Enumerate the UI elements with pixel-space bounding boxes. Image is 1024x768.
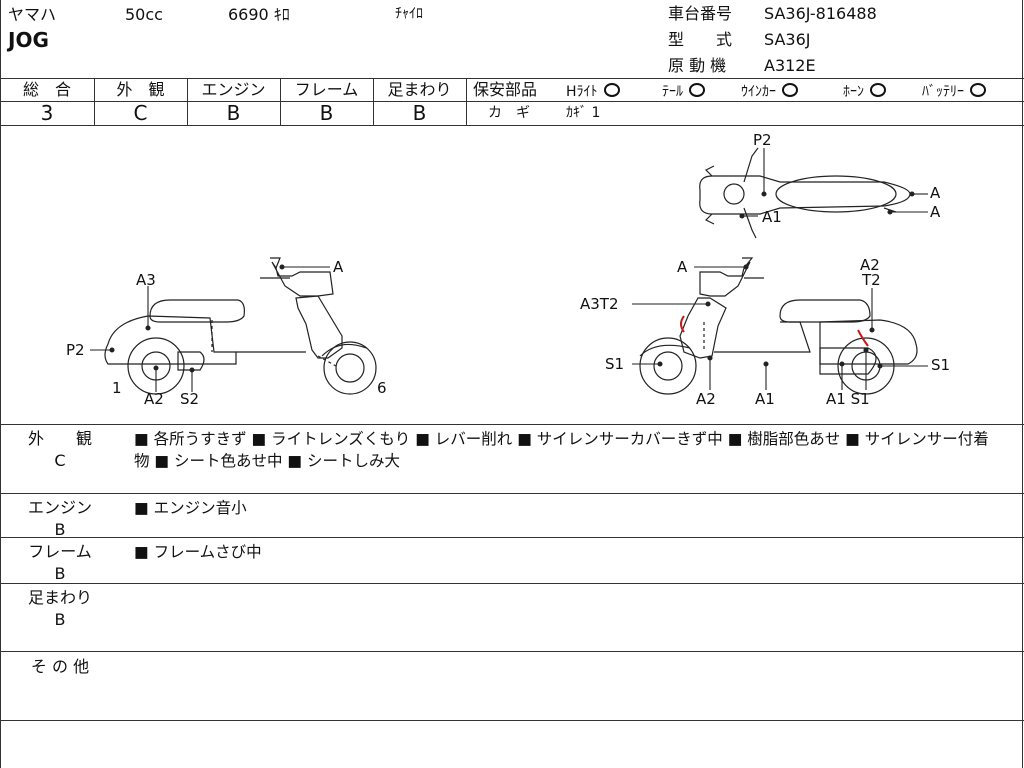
grade-div-1	[94, 78, 95, 125]
rule-remark-5	[0, 720, 1024, 721]
label-right-s1-right: S1	[931, 356, 951, 374]
scooter-damage-diagram	[90, 147, 928, 395]
grade-frame: B	[319, 101, 334, 125]
label-left-a3: A3	[136, 271, 156, 289]
label-left-p2: P2	[66, 341, 85, 359]
rule-safety-mid	[466, 101, 1024, 102]
grade-header-suspension: 足まわり	[387, 80, 452, 99]
label-right-a2-bottom: A2	[696, 390, 716, 408]
label-top-p2: P2	[753, 131, 772, 149]
label-right-a2: A2	[860, 256, 880, 274]
remark-frame-grade: B	[54, 563, 66, 583]
remark-exterior-grade: C	[54, 450, 66, 470]
grade-div-3	[280, 78, 281, 125]
scooter-top-view	[699, 147, 911, 239]
remark-engine-grade: B	[54, 519, 66, 539]
remark-suspension-title: 足まわり	[27, 588, 92, 607]
safety-winker-label: ｳｲﾝｶｰ	[741, 84, 776, 100]
key-label: カ ギ	[488, 105, 530, 121]
safety-headlight-label: Hﾗｲﾄ	[566, 84, 598, 100]
frame-left	[0, 0, 1, 768]
safety-battery: ﾊﾞｯﾃﾘｰ	[922, 83, 986, 99]
grade-header-overall: 総 合	[22, 80, 71, 99]
remark-frame-title: フレーム	[28, 542, 92, 561]
type-label: 型 式	[668, 30, 733, 49]
mileage: 6690 ｷﾛ	[228, 5, 290, 24]
rule-grade-bottom	[0, 125, 1024, 126]
label-top-a-lower: A	[930, 203, 941, 221]
frame-right	[1022, 0, 1023, 768]
label-left-a2: A2	[144, 390, 164, 408]
label-top-a1: A1	[762, 208, 782, 226]
grade-suspension: B	[412, 101, 427, 125]
remark-suspension-grade: B	[54, 609, 66, 629]
rule-header	[0, 78, 1024, 79]
remark-other-title: そ の 他	[30, 657, 90, 676]
circle-ok-icon	[603, 83, 620, 97]
scooter-right-side-view	[639, 257, 918, 395]
grade-header-engine: エンジン	[201, 80, 266, 99]
remark-engine-title: エンジン	[27, 498, 92, 517]
remark-exterior-title: 外 観	[27, 429, 92, 448]
safety-headlight: Hﾗｲﾄ	[566, 83, 620, 99]
label-right-a1-bottom: A1	[755, 390, 775, 408]
safety-tail-label: ﾃｰﾙ	[662, 84, 683, 100]
remark-engine-label: エンジン B	[20, 497, 100, 540]
maker: ヤマハ	[8, 5, 57, 24]
rule-remark-2	[0, 537, 1024, 538]
grade-div-2	[187, 78, 188, 125]
model-name: JOG	[8, 28, 49, 52]
label-left-1: 1	[112, 379, 122, 397]
leader-lines	[90, 148, 928, 392]
safety-horn-label: ﾎｰﾝ	[843, 84, 864, 100]
grade-header-frame: フレーム	[294, 80, 359, 99]
label-right-a3t2: A3T2	[580, 295, 619, 313]
remark-other-label: そ の 他	[20, 656, 100, 678]
safety-battery-label: ﾊﾞｯﾃﾘｰ	[922, 84, 964, 100]
circle-ok-icon	[689, 83, 705, 97]
label-right-s1-left: S1	[605, 355, 625, 373]
rule-remark-4	[0, 651, 1024, 652]
safety-winker: ｳｲﾝｶｰ	[741, 83, 798, 99]
label-left-a: A	[333, 258, 344, 276]
engine-value: A312E	[764, 56, 816, 75]
safety-horn: ﾎｰﾝ	[843, 83, 886, 99]
displacement: 50cc	[125, 5, 163, 24]
remark-exterior-text: ■ 各所うすきず ■ ライトレンズくもり ■ レバー削れ ■ サイレンサーカバー…	[134, 430, 989, 471]
grade-exterior: C	[133, 101, 148, 125]
remark-frame-label: フレーム B	[20, 541, 100, 584]
damage-marks	[680, 315, 869, 347]
label-top-a-upper: A	[930, 184, 941, 202]
grade-div-5	[466, 78, 467, 125]
key-value: ｶｷﾞ 1	[566, 105, 601, 121]
remark-suspension-label: 足まわり B	[20, 587, 100, 630]
rule-diagram-bottom	[0, 424, 1024, 425]
remark-exterior-label: 外 観 C	[20, 428, 100, 471]
rule-remark-1	[0, 493, 1024, 494]
label-right-a1-s1: A1 S1	[826, 390, 870, 408]
type-value: SA36J	[764, 30, 811, 49]
frame-no: SA36J-816488	[764, 4, 877, 23]
safety-title: 保安部品	[473, 80, 538, 99]
grade-div-4	[373, 78, 374, 125]
grade-header-exterior: 外 観	[116, 80, 165, 99]
grade-engine: B	[226, 101, 241, 125]
safety-tail: ﾃｰﾙ	[662, 83, 705, 99]
rule-remark-3	[0, 583, 1024, 584]
remark-engine-text: ■ エンジン音小	[134, 499, 247, 517]
color: ﾁｬｲﾛ	[395, 6, 423, 22]
label-right-a: A	[677, 258, 688, 276]
label-right-t2: T2	[862, 271, 881, 289]
grade-overall: 3	[40, 101, 54, 125]
circle-ok-icon	[782, 83, 798, 97]
remark-frame-text: ■ フレームさび中	[134, 543, 262, 561]
engine-label: 原 動 機	[668, 56, 727, 75]
scooter-left-side-view	[104, 257, 377, 395]
frame-no-label: 車台番号	[668, 4, 733, 23]
label-left-6: 6	[377, 379, 387, 397]
circle-ok-icon	[870, 83, 886, 97]
label-left-s2: S2	[180, 390, 200, 408]
circle-ok-icon	[970, 83, 986, 97]
rule-grade-mid	[0, 101, 466, 102]
